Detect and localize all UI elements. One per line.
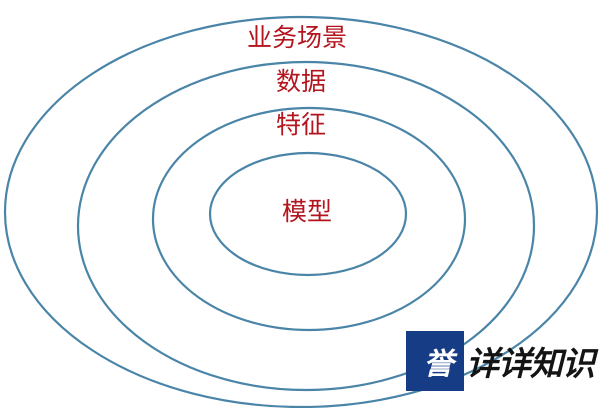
label-business-scenario: 业务场景 [247,23,347,52]
label-data: 数据 [276,67,326,96]
ring-core [208,151,408,277]
ring-second [76,60,536,392]
watermark-text: 详详知识 [466,344,595,383]
label-model: 模型 [282,197,332,226]
watermark-logo-text: 誉 [423,347,454,382]
ring-third [151,106,467,332]
watermark-logo: 誉 [406,331,464,391]
watermark: 誉 详详知识 [406,331,595,391]
ring-outer [3,15,599,408]
label-features: 特征 [276,110,326,139]
